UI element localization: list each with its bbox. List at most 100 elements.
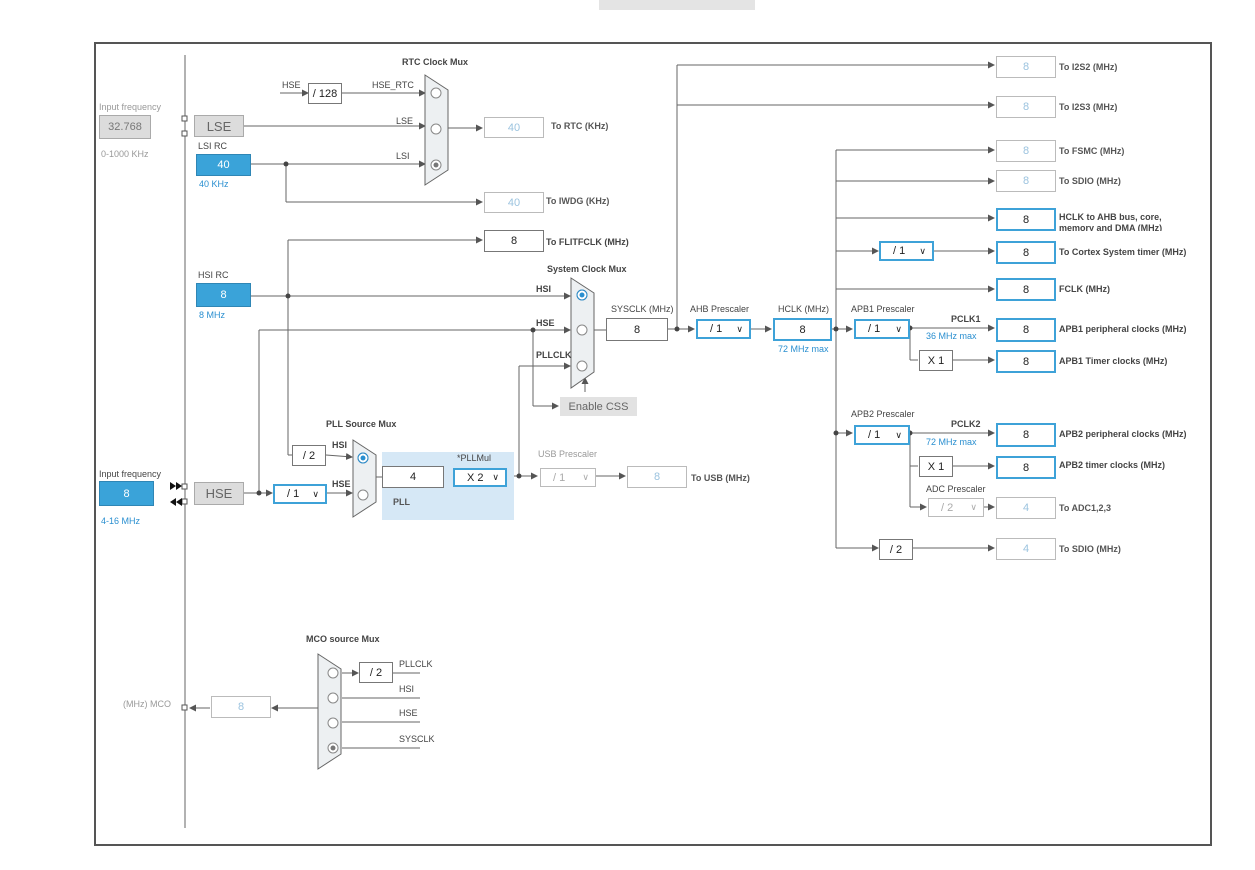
flitfclk-value: 8 — [484, 230, 544, 252]
mco-pll-divider: / 2 — [359, 662, 393, 683]
lse-frequency-input[interactable]: 32.768 — [99, 115, 151, 139]
ahb-prescaler-select[interactable]: / 1 ∨ — [696, 319, 751, 339]
sdio2-label: To SDIO (MHz) — [1059, 544, 1121, 554]
apb2-timer-value: 8 — [996, 456, 1056, 479]
hclk-label: HCLK (MHz) — [778, 304, 829, 314]
sysclk-value: 8 — [606, 318, 668, 341]
cortex-timer-value: 8 — [996, 241, 1056, 264]
usb-prescaler-select[interactable]: / 1 ∨ — [540, 468, 596, 487]
pclk1-label: PCLK1 — [951, 314, 981, 324]
hsi-value: 8 — [196, 283, 251, 307]
hclk-max-label: 72 MHz max — [778, 344, 829, 354]
pll-name-label: PLL — [393, 497, 410, 507]
sysclk-label: SYSCLK (MHz) — [611, 304, 674, 314]
apb1-timer-multiplier: X 1 — [919, 350, 953, 371]
i2s2-label: To I2S2 (MHz) — [1059, 62, 1118, 72]
i2s3-value: 8 — [996, 96, 1056, 118]
pllsrc-hse-label: HSE — [332, 479, 351, 489]
sysmux-hse-label: HSE — [536, 318, 555, 328]
rtc-lsi-label: LSI — [396, 151, 410, 161]
apb1-prescaler-label: APB1 Prescaler — [851, 304, 915, 314]
hse-range-label: 4-16 MHz — [101, 516, 141, 526]
apb2-prescaler-value: / 1 — [868, 429, 881, 441]
chevron-down-icon: ∨ — [736, 323, 743, 334]
apb2-prescaler-label: APB2 Prescaler — [851, 409, 915, 419]
i2s3-label: To I2S3 (MHz) — [1059, 102, 1118, 112]
adc-output-label: To ADC1,2,3 — [1059, 503, 1112, 513]
enable-css-button[interactable]: Enable CSS — [560, 397, 637, 416]
hsi-name-label: HSI RC — [198, 270, 229, 280]
flitfclk-label: To FLITFCLK (MHz) — [546, 237, 629, 247]
hse-prediv-value: / 1 — [287, 488, 300, 500]
apb1-timer-label: APB1 Timer clocks (MHz) — [1059, 356, 1168, 366]
mco-output-label: (MHz) MCO — [123, 699, 171, 709]
ahb-prescaler-label: AHB Prescaler — [690, 304, 750, 314]
adc-prescaler-label: ADC Prescaler — [926, 484, 986, 494]
cortex-timer-label: To Cortex System timer (MHz) — [1059, 247, 1187, 257]
rtc-hse-label: HSE — [282, 80, 301, 90]
rtc-lse-label: LSE — [396, 116, 414, 126]
chevron-down-icon: ∨ — [919, 245, 926, 256]
lsi-value: 40 — [196, 154, 251, 176]
hclk-ahb-value: 8 — [996, 208, 1056, 231]
mco-source-mux-title: MCO source Mux — [306, 634, 380, 644]
chevron-down-icon: ∨ — [492, 472, 499, 482]
toolbar-fragment — [599, 0, 755, 10]
apb2-timer-label: APB2 timer clocks (MHz) — [1059, 460, 1166, 470]
adc-output-value: 4 — [996, 497, 1056, 519]
fsmc-value: 8 — [996, 140, 1056, 162]
fclk-label: FCLK (MHz) — [1059, 284, 1110, 294]
lsi-unit-label: 40 KHz — [199, 179, 229, 189]
mco-sysclk-selected — [330, 745, 336, 751]
chevron-down-icon: ∨ — [582, 472, 589, 482]
hse-input-frequency-label: Input frequency — [99, 469, 162, 479]
i2s2-value: 8 — [996, 56, 1056, 78]
mco-sysclk-label: SYSCLK — [399, 734, 435, 744]
apb2-prescaler-select[interactable]: / 1 ∨ — [854, 425, 910, 445]
hse-oscillator: HSE — [194, 482, 244, 505]
apb2-peripheral-value: 8 — [996, 423, 1056, 447]
hsi-unit-label: 8 MHz — [199, 310, 226, 320]
pll-mul-label: *PLLMul — [457, 453, 492, 463]
hclk-input[interactable]: 8 — [773, 318, 832, 341]
adc-prescaler-select[interactable]: / 2∨ — [928, 498, 984, 517]
mco-output-value: 8 — [211, 696, 271, 718]
lse-input-frequency-label: Input frequency — [99, 102, 162, 112]
mco-pllclk-label: PLLCLK — [399, 659, 433, 669]
pll-multiplier-select[interactable]: X 2∨ — [453, 468, 507, 487]
iwdg-output-value: 40 — [484, 192, 544, 213]
ahb-prescaler-value: / 1 — [710, 323, 723, 335]
cortex-timer-divider-select[interactable]: / 1 ∨ — [879, 241, 934, 261]
fclk-value: 8 — [996, 278, 1056, 301]
sdio2-value: 4 — [996, 538, 1056, 560]
sysmux-hsi-label: HSI — [536, 284, 552, 294]
rtc-output-value: 40 — [484, 117, 544, 138]
usb-output-label: To USB (MHz) — [691, 473, 750, 483]
hclk-ahb-label: HCLK to AHB bus, core, — [1059, 212, 1162, 222]
cortex-timer-divider-value: / 1 — [893, 245, 906, 257]
system-clock-mux-title: System Clock Mux — [547, 264, 627, 274]
sdio-divider: / 2 — [879, 539, 913, 560]
pll-input-value: 4 — [382, 466, 444, 488]
rtc-hse-rtc-label: HSE_RTC — [372, 80, 414, 90]
sdio-label: To SDIO (MHz) — [1059, 176, 1121, 186]
usb-prescaler-value: / 1 — [553, 471, 566, 484]
hse-prediv-select[interactable]: / 1 ∨ — [273, 484, 327, 504]
apb2-max-label: 72 MHz max — [926, 437, 977, 447]
lse-oscillator: LSE — [194, 115, 244, 137]
lse-range-label: 0-1000 KHz — [101, 149, 149, 159]
fsmc-label: To FSMC (MHz) — [1059, 146, 1125, 156]
chevron-down-icon: ∨ — [895, 429, 902, 440]
pll-source-mux-title: PLL Source Mux — [326, 419, 397, 429]
lsi-name-label: LSI RC — [198, 141, 228, 151]
hsi-pll-divider: / 2 — [292, 445, 326, 466]
apb1-max-label: 36 MHz max — [926, 331, 977, 341]
pllsrc-hsi-label: HSI — [332, 440, 348, 450]
apb1-prescaler-select[interactable]: / 1∨ — [854, 319, 910, 339]
rtc-hse-divider: / 128 — [308, 83, 342, 104]
hse-frequency-input[interactable]: 8 — [99, 481, 154, 506]
rtc-mux-lsi-selected — [433, 162, 439, 168]
chevron-down-icon: ∨ — [895, 323, 902, 334]
usb-output-value: 8 — [627, 466, 687, 488]
chevron-down-icon: ∨ — [312, 488, 319, 499]
